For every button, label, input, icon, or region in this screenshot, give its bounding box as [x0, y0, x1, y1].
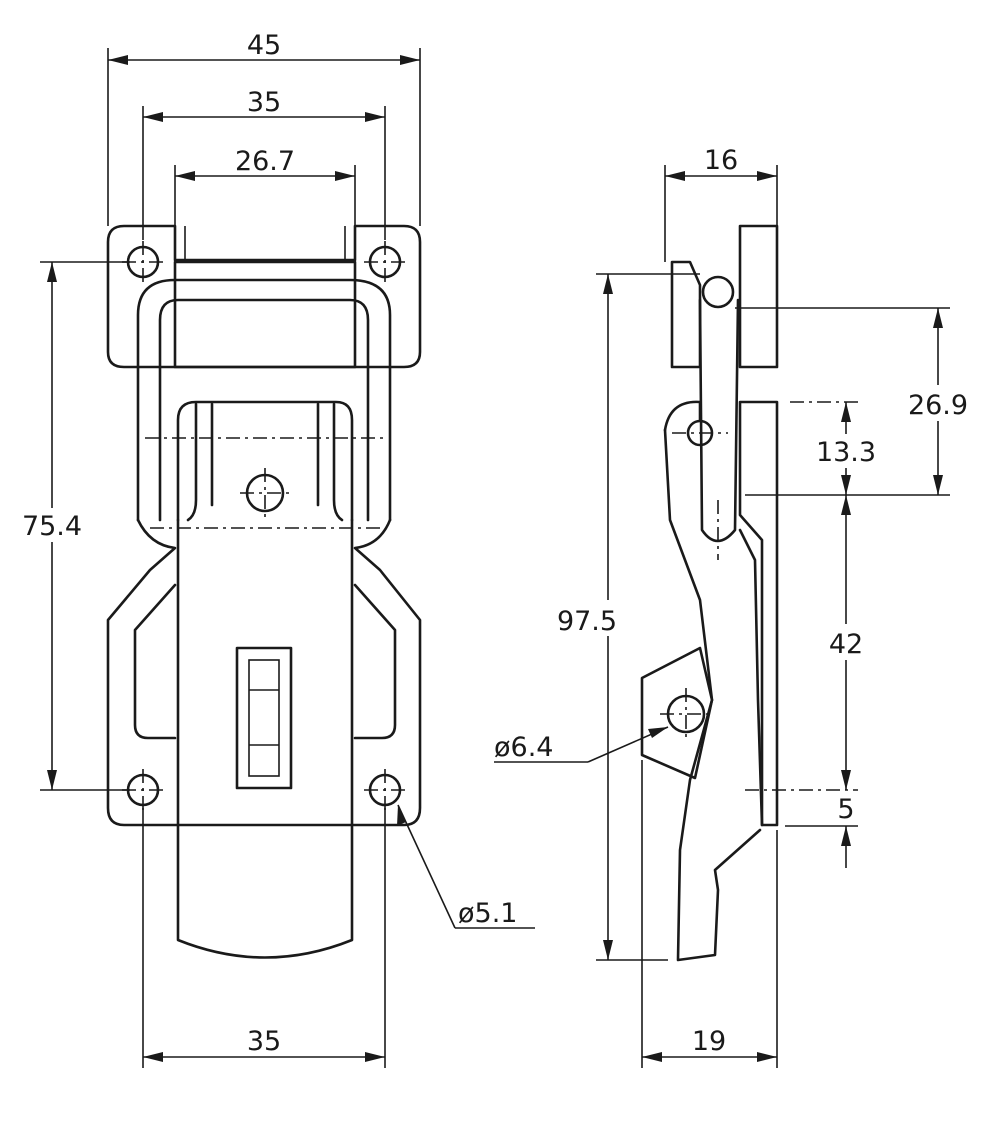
- dim-42: 42: [829, 629, 863, 660]
- arrow: [397, 805, 406, 826]
- front-dimensions: 45 35 26.7 75.4 35 ø5.1: [14, 30, 535, 1068]
- arrow: [841, 402, 851, 422]
- catch-inner: [248, 659, 280, 777]
- dim-hole-diameter: ø5.1: [458, 898, 517, 929]
- dim-label-bg: [806, 434, 886, 468]
- right-wing-cutout: [353, 583, 397, 740]
- dim-label-bg: [816, 624, 876, 660]
- dim-label-bg: [14, 508, 92, 542]
- left-wing-cutout: [133, 583, 177, 740]
- catch-frame: [235, 646, 293, 790]
- arrow: [757, 1052, 777, 1062]
- arrow: [841, 826, 851, 846]
- arrow: [143, 112, 163, 122]
- side-bail-arm: [698, 298, 740, 543]
- arrow: [47, 262, 57, 282]
- arrow: [933, 475, 943, 495]
- top-mounting-plate: [106, 224, 422, 369]
- dim-top-depth: 16: [704, 145, 738, 176]
- arrow: [841, 495, 851, 515]
- side-cam: [640, 646, 714, 780]
- arrow: [665, 171, 685, 181]
- arrow: [365, 112, 385, 122]
- slot-right: [332, 402, 344, 522]
- arrow: [400, 55, 420, 65]
- side-top-block: [670, 260, 702, 369]
- side-lever-inner: [738, 528, 764, 827]
- dim-base-depth: 19: [692, 1026, 726, 1057]
- arrow: [603, 274, 613, 294]
- dim-inner-width: 35: [247, 87, 281, 118]
- side-dimensions: 16 97.5 19 26.9 13.3: [494, 145, 978, 1068]
- front-view: [106, 224, 422, 959]
- dim-13-3: 13.3: [816, 437, 876, 468]
- arrow: [933, 308, 943, 328]
- side-lever-body: [663, 428, 762, 962]
- arrow: [648, 727, 668, 738]
- bail-loop: [136, 278, 392, 522]
- leader-hole-diameter: [397, 804, 456, 929]
- arrow: [335, 171, 355, 181]
- arrow: [603, 940, 613, 960]
- dim-pivot-diameter: ø6.4: [494, 732, 553, 763]
- side-hinge-pin: [701, 275, 735, 309]
- upper-body: [176, 400, 354, 522]
- dim-base-hole-pitch: 35: [247, 1026, 281, 1057]
- side-hinge-leaf: [738, 224, 779, 369]
- dim-hinge-width: 26.7: [235, 146, 295, 177]
- dim-label-bg: [550, 600, 622, 636]
- dim-5: 5: [837, 794, 854, 825]
- dim-26-9: 26.9: [908, 390, 968, 421]
- arrow: [143, 1052, 163, 1062]
- dim-label-bg: [898, 385, 978, 421]
- arrow: [175, 171, 195, 181]
- arrow: [642, 1052, 662, 1062]
- dim-overall-width: 45: [247, 30, 281, 61]
- arrow: [757, 171, 777, 181]
- hinge-barrel: [173, 260, 357, 369]
- arrow: [841, 770, 851, 790]
- lever-plate: [176, 518, 354, 959]
- arrow: [108, 55, 128, 65]
- bail-loop-inner: [158, 298, 370, 522]
- slot-left: [186, 402, 198, 522]
- arrow: [47, 770, 57, 790]
- arrow: [841, 475, 851, 495]
- side-view: [640, 224, 779, 962]
- base-plate: [106, 518, 422, 827]
- dim-overall-height: 97.5: [557, 606, 617, 637]
- arrow: [365, 1052, 385, 1062]
- dim-hole-pitch-vertical: 75.4: [22, 511, 82, 542]
